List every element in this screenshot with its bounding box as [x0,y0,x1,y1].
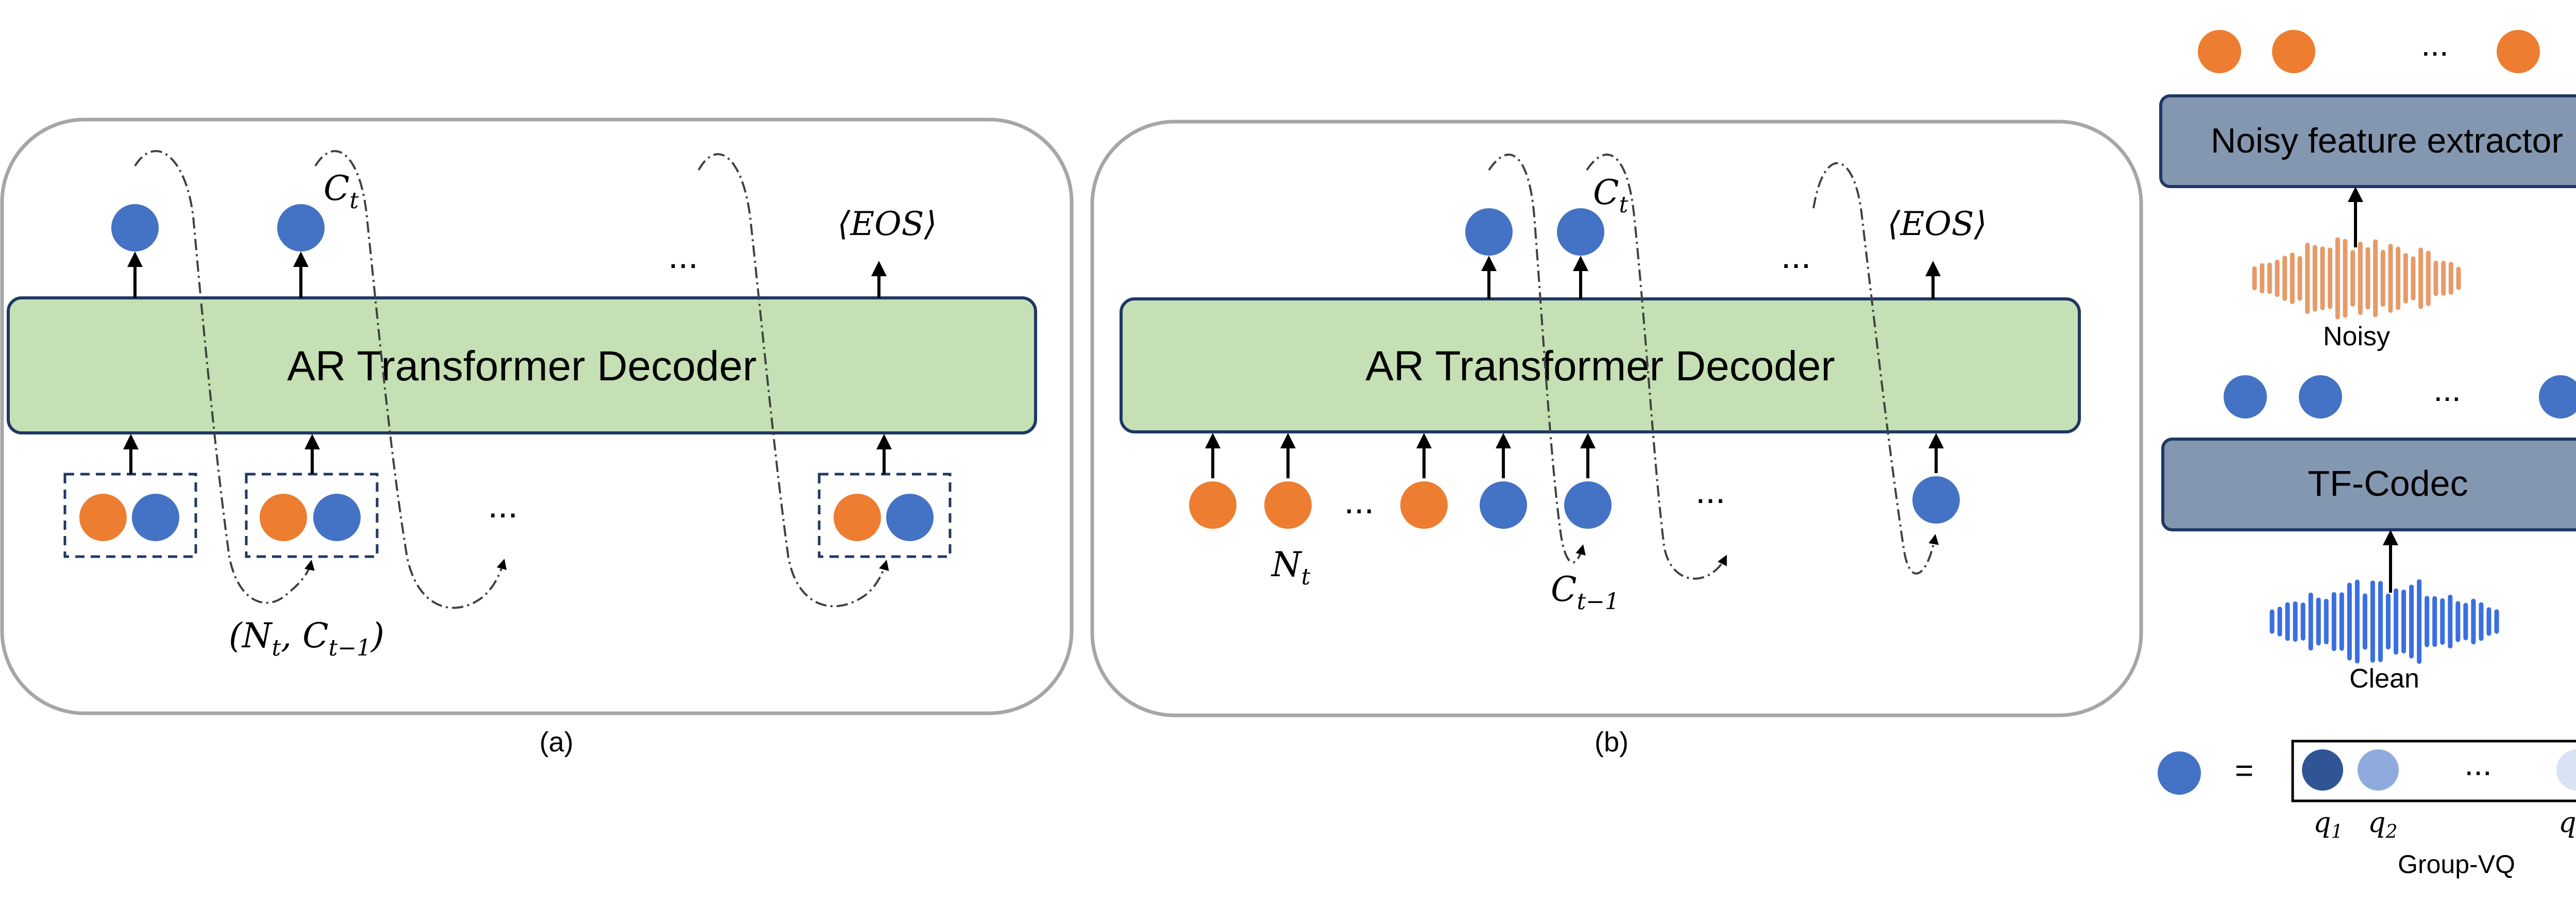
panel-a-eos-label: ⟨EOS⟩ [838,205,937,243]
panel-a-input-clean-1 [132,494,179,541]
noisy-extractor-box [2159,94,2576,188]
panel-b-clean-ellipsis: ... [1696,471,1725,511]
q1-token [2302,749,2343,791]
panel-b-noisy-ellipsis: ... [1344,481,1374,521]
panel-a: AR Transformer Decoder Ct ⟨EOS⟩ ... ... … [0,118,1074,758]
clean-waveform [2269,579,2499,664]
panel-b-feedback-curve-3 [1812,162,1939,575]
noisy-feature-ellipsis: ... [2421,26,2448,63]
noisy-feature-token-1 [2198,30,2241,73]
noisy-feature-token-2 [2272,30,2315,73]
q16-token [2556,749,2576,791]
panel-a-input-clean-2 [313,494,361,541]
panel-b-feedback-curve-2 [1586,154,1727,580]
panel-b-caption: (b) [1595,727,1629,758]
panel-a-feedback-curve-3 [698,153,889,608]
panel-b-output-label: Ct [1593,173,1629,218]
panel-a-output-token-2 [277,204,325,252]
panel-a-input-label: (Nt, Ct−1) [229,616,384,661]
clean-label: Clean [2349,664,2419,694]
legend-equals: = [2235,753,2253,789]
panel-b-decoder-box [1120,297,2081,433]
noisy-feature-token-3 [2497,30,2540,73]
panel-a-input-noisy-3 [834,494,881,541]
noisy-label: Noisy [2323,322,2390,351]
panel-b: AR Transformer Decoder Ct ⟨EOS⟩ ... ... … [1090,120,2143,758]
noisy-waveform [2252,237,2461,320]
codec-token-1 [2224,375,2267,418]
panel-b-clean-token-1 [1480,481,1527,529]
codec-token-3 [2539,375,2576,418]
panel-b-noisy-token-2 [1264,481,1312,529]
panel-b-eos-label: ⟨EOS⟩ [1888,205,1987,243]
q2-token [2358,749,2399,791]
panel-a-input-noisy-1 [79,494,127,541]
panel-b-decoder-label: AR Transformer Decoder [1365,343,1835,390]
panel-b-output-token-1 [1465,208,1513,256]
codec-token-ellipsis: ... [2433,371,2461,408]
panel-a-decoder-label: AR Transformer Decoder [287,343,756,390]
panel-a-output-label: Ct [324,169,359,214]
panel-b-feedback-curve-1 [1488,154,1586,564]
panel-a-caption: (a) [539,727,573,758]
q16-label: q16 [2558,806,2576,843]
panel-b-clean-token-3 [1912,476,1960,524]
panel-b-output-ellipsis: ... [1781,236,1811,276]
right-panel: ... Noisy feature extractor Noisy ... TF… [2158,26,2576,879]
q1-label: q1 [2313,806,2343,843]
panel-a-feedback-curve-1 [134,150,315,604]
codec-token-2 [2299,375,2342,418]
tf-codec-label: TF-Codec [2308,463,2468,504]
panel-a-input-noisy-2 [260,494,307,541]
panel-a-decoder-box [7,296,1037,434]
panel-b-noisy-token-3 [1400,481,1448,529]
panel-b-clean-label: Ct−1 [1551,569,1619,615]
panel-a-feedback-curve-2 [314,150,507,609]
panel-b-clean-token-2 [1564,481,1612,529]
panel-b-noisy-label: Nt [1270,545,1311,590]
panel-a-input-clean-3 [886,494,934,541]
panel-a-input-ellipsis: ... [488,485,518,525]
panel-a-output-token-1 [111,204,159,252]
legend-token [2158,751,2201,795]
noisy-extractor-label: Noisy feature extractor [2211,121,2563,160]
group-vq-ellipsis: ... [2464,745,2492,782]
panel-b-output-token-2 [1557,208,1604,256]
group-vq-label: Group-VQ [2398,850,2515,879]
panel-b-noisy-token-1 [1189,481,1236,529]
panel-a-output-ellipsis: ... [668,236,698,276]
q2-label: q2 [2368,806,2397,843]
